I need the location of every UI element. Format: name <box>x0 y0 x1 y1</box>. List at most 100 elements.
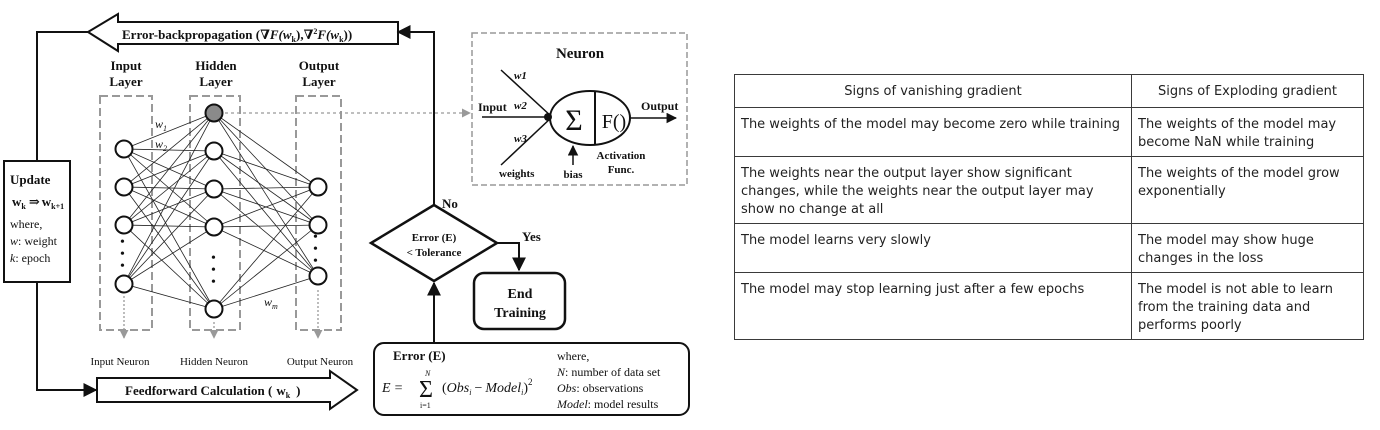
neuron-w1: w1 <box>514 70 527 82</box>
error-title: Error (E) <box>393 348 446 363</box>
error-equation: E= <box>381 381 403 396</box>
connection-line <box>123 112 215 150</box>
connection-line <box>213 275 319 310</box>
hidden-neuron <box>204 179 224 199</box>
neuron-title: Neuron <box>556 46 605 62</box>
connection-line <box>123 150 215 226</box>
gradient-signs-table: Signs of vanishing gradient Signs of Exp… <box>734 74 1364 340</box>
connection-line <box>213 150 319 277</box>
bias-label: bias <box>564 169 584 181</box>
decision-line-1: Error (E) <box>412 232 457 244</box>
output-layer-title-2: Layer <box>302 74 335 89</box>
connection-line <box>213 186 319 310</box>
table-cell: The weights of the model grow exponentia… <box>1131 156 1364 224</box>
connection-line <box>123 224 215 310</box>
neuron-input-line-3 <box>500 116 553 166</box>
table-cell: The model learns very slowly <box>734 223 1132 273</box>
output-neuron <box>308 215 328 235</box>
input-dot: • <box>120 259 125 274</box>
connection-line <box>123 150 215 285</box>
header-exploding: Signs of Exploding gradient <box>1131 74 1364 108</box>
hidden-neuron <box>204 103 224 123</box>
no-branch-arrow <box>396 25 435 205</box>
connection-line <box>123 188 215 226</box>
weight-w1-label: w1 <box>155 117 167 133</box>
activation-label-2: Func. <box>608 164 635 176</box>
table-cell: The model is not able to learn from the … <box>1131 272 1364 340</box>
yes-branch-arrow <box>497 242 526 272</box>
input-neuron-caption: Input Neuron <box>91 356 150 368</box>
yes-label: Yes <box>522 229 541 244</box>
network-nodes <box>114 103 328 319</box>
hidden-layer-title-2: Layer <box>199 74 232 89</box>
connection-line <box>213 186 319 228</box>
output-layer-title: Output <box>299 58 340 73</box>
connection-line <box>213 226 319 277</box>
backprop-label: Error-backpropagation (∇F(wk),∇2F(wk)) <box>122 27 352 44</box>
connection-line <box>213 188 319 277</box>
connection-line <box>123 112 215 226</box>
neuron-input-line-1 <box>500 69 553 118</box>
connection-line <box>123 283 215 310</box>
end-line-2: Training <box>494 306 546 321</box>
connection-line <box>213 112 319 277</box>
input-neuron <box>114 274 134 294</box>
ellipsis-dots: • • • • • • • • • <box>120 230 318 290</box>
connection-line <box>123 188 215 285</box>
table-cell: The weights of the model may become zero… <box>734 107 1132 157</box>
input-neuron <box>114 139 134 159</box>
update-rule: wk⇒wk+1 <box>12 194 64 211</box>
neuron-w2: w2 <box>514 100 527 112</box>
hidden-layer-title: Hidden <box>195 58 237 73</box>
sigma-icon: Σ <box>565 104 582 137</box>
error-model-def: Model: model results <box>556 397 659 411</box>
weight-wm-label: wm <box>264 295 278 311</box>
output-neuron <box>308 177 328 197</box>
update-title: Update <box>10 172 51 187</box>
connection-line <box>213 112 319 188</box>
connection-line <box>213 150 319 188</box>
input-dot: • <box>120 247 125 262</box>
neuron-input-label: Input <box>478 100 507 114</box>
table-cell: The weights of the model may become NaN … <box>1131 107 1364 157</box>
error-where: where, <box>557 349 589 363</box>
update-box: Update wk⇒wk+1 where, w: weight k: epoch <box>3 160 71 283</box>
update-epoch: k: epoch <box>10 251 50 265</box>
end-line-1: End <box>508 287 533 302</box>
table-row: The weights of the model may become zero… <box>734 107 1364 157</box>
connection-line <box>123 148 215 310</box>
decision-line-2: < Tolerance <box>407 247 462 259</box>
output-dot: • <box>313 230 318 245</box>
hidden-neuron-caption: Hidden Neuron <box>180 356 249 368</box>
hidden-dot: • <box>211 275 216 290</box>
hidden-dot: • <box>211 251 216 266</box>
update-to-feedforward-line <box>36 282 98 397</box>
neuron-output-label: Output <box>641 99 678 113</box>
error-terms: (Obsi−Modeli)2 <box>442 377 533 397</box>
sum-lower-limit: i=1 <box>420 401 431 410</box>
neuron-weights-label: weights <box>499 168 535 180</box>
table-row: The weights near the output layer show s… <box>734 156 1364 224</box>
hidden-neuron <box>204 299 224 319</box>
output-dot: • <box>313 242 318 257</box>
hidden-dot: • <box>211 263 216 278</box>
connection-line <box>213 224 319 310</box>
connection-line <box>213 186 319 190</box>
error-formula-box: Error (E) E= Σ N i=1 (Obsi−Modeli)2 wher… <box>373 342 690 416</box>
hidden-layer-box <box>189 95 241 331</box>
update-where: where, <box>10 217 42 231</box>
weight-w2-label: w2 <box>155 137 167 153</box>
input-layer-title: Input <box>110 58 142 73</box>
output-neuron <box>308 266 328 286</box>
output-dot: • <box>313 254 318 269</box>
table-cell: The model may show huge changes in the l… <box>1131 223 1364 273</box>
backprop-arrow: Error-backpropagation (∇F(wk),∇2F(wk)) <box>86 12 399 53</box>
input-neuron <box>114 215 134 235</box>
error-n-def: N: number of data set <box>556 365 661 379</box>
neuron-box: Neuron w1 w2 w3 Input weights Σ F() Outp… <box>471 32 688 186</box>
input-layer-box <box>99 95 153 331</box>
neuron-w3: w3 <box>514 133 527 145</box>
table-row: The model may stop learning just after a… <box>734 272 1364 340</box>
network-connections <box>123 112 319 310</box>
update-weight: w: weight <box>10 234 58 248</box>
